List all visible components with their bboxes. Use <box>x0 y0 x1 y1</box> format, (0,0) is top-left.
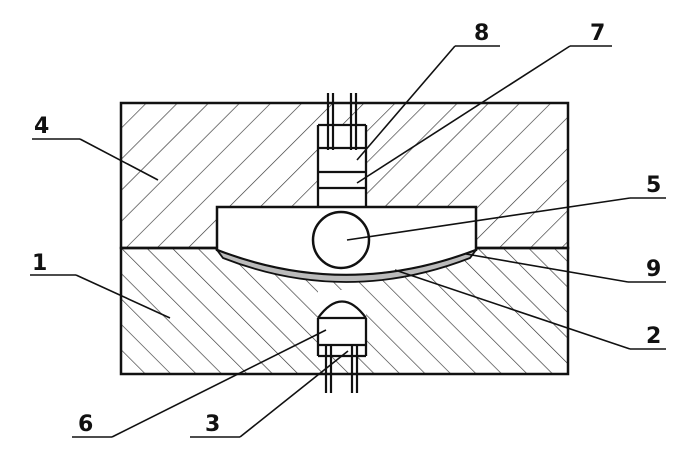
label-7: 7 <box>590 21 605 46</box>
label-8: 8 <box>474 21 489 46</box>
upper-channel-parts <box>316 123 368 207</box>
label-5: 5 <box>646 173 661 198</box>
upper-channel <box>318 125 366 209</box>
upper-pins <box>326 93 358 150</box>
leader-lines <box>30 45 666 438</box>
label-2: 2 <box>646 324 661 349</box>
label-9: 9 <box>646 257 661 282</box>
label-3: 3 <box>205 412 220 437</box>
label-1: 1 <box>32 251 47 276</box>
label-4: 4 <box>34 114 49 139</box>
ball-part-5 <box>311 210 371 270</box>
label-6: 6 <box>78 412 93 437</box>
